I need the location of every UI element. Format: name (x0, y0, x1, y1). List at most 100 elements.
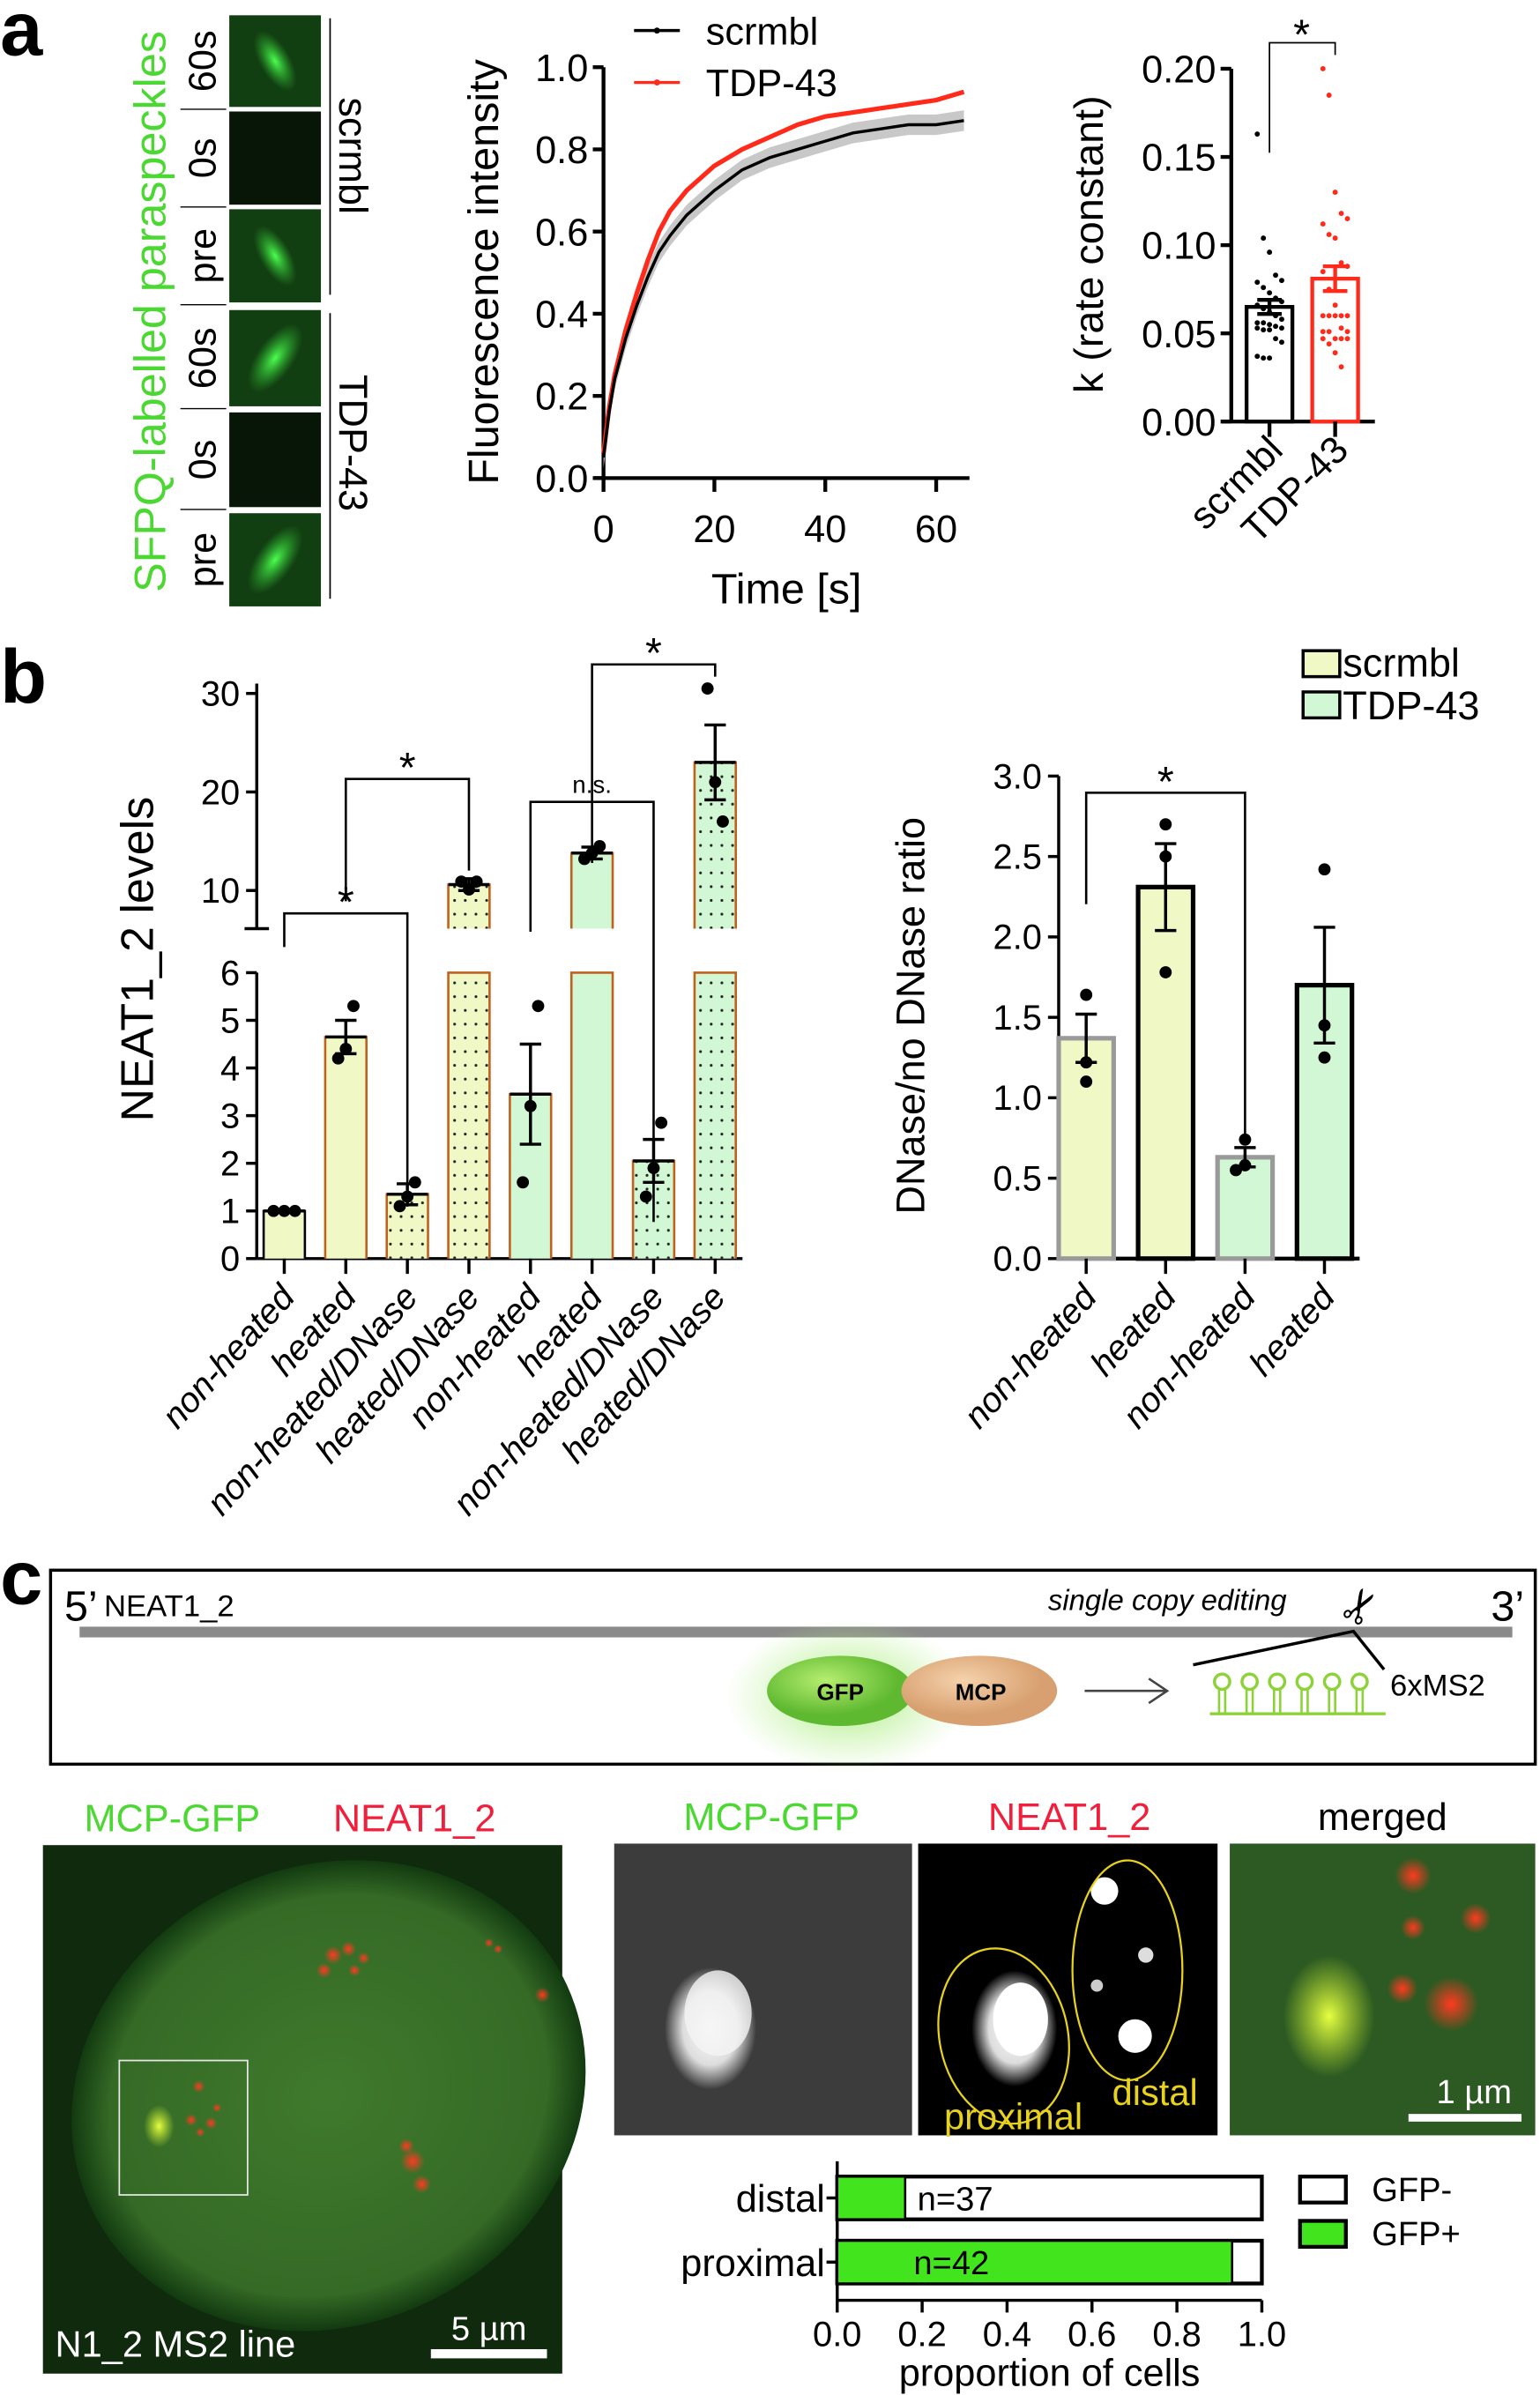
paraspeckle-blob (253, 31, 297, 92)
data-point (1080, 1056, 1093, 1069)
bar-fill (571, 972, 614, 1259)
data-point (1338, 211, 1344, 217)
data-point (1254, 131, 1261, 137)
y-axis-title: k (rate constant) (1066, 95, 1112, 393)
data-point (1320, 336, 1326, 342)
legend-label-scrmbl: scrmbl (1343, 641, 1460, 686)
y-tick-label: 1.0 (535, 48, 588, 90)
legend-marker (653, 27, 660, 34)
stem-loop (1350, 1672, 1369, 1692)
panel-label-a: a (0, 0, 43, 71)
data-point (288, 1204, 301, 1217)
y-tick-label: 0.0 (993, 1240, 1042, 1279)
data-point (1261, 285, 1267, 291)
significance-label: * (1157, 758, 1174, 806)
overview-scale-label: 5 µm (451, 2310, 526, 2348)
panel-label-b: b (0, 635, 47, 719)
group-label-tdp43: TDP-43 (331, 375, 376, 511)
zoom-image-merged: 1 µm (1230, 1843, 1536, 2136)
data-point (717, 815, 729, 828)
bar-scrmbl-heated (1135, 884, 1196, 1261)
y-tick-label: 0 (220, 1240, 240, 1279)
data-point (1239, 1133, 1252, 1146)
x-tick-label: 0.0 (813, 2316, 861, 2354)
y-tick-label: 1.5 (993, 999, 1042, 1038)
data-point (1261, 327, 1267, 333)
category-label: proximal (681, 2243, 825, 2285)
bar-gfp-positive-distal (836, 2175, 907, 2221)
data-point (1267, 290, 1273, 296)
data-point (278, 1204, 291, 1217)
data-point (1332, 302, 1338, 309)
y-tick-label: 3 (220, 1097, 240, 1135)
data-point (1332, 336, 1338, 342)
neat1-focus (192, 2080, 205, 2093)
data-point (701, 682, 714, 695)
data-point (331, 1052, 345, 1065)
y-tick-label: 2.5 (993, 838, 1042, 877)
bar-fill (264, 1210, 305, 1259)
overview-caption: N1_2 MS2 line (56, 2324, 296, 2365)
y-tick-label: 0.05 (1142, 314, 1216, 356)
data-point (1338, 313, 1344, 319)
x-axis-title: proportion of cells (899, 2353, 1201, 2395)
x-tick-label: 20 (693, 509, 735, 551)
x-tick-label: 60 (915, 509, 957, 551)
legend-swatch-tdp43 (1301, 690, 1342, 720)
category-label: distal (736, 2178, 825, 2220)
frame-label: 60s (182, 30, 225, 92)
data-point (1267, 355, 1273, 361)
data-point (1332, 350, 1338, 356)
significance-label: * (645, 629, 662, 677)
stem-loop (1268, 1672, 1287, 1692)
y-tick-label: 1.0 (993, 1079, 1042, 1118)
neat1-focus (324, 1945, 343, 1965)
y-tick-label: 0.8 (535, 130, 588, 172)
data-point (1267, 322, 1273, 328)
neat1-focus (357, 1952, 370, 1965)
group-label-scrmbl: scrmbl (331, 97, 376, 214)
y-tick-label: 4 (220, 1049, 240, 1088)
data-point (1318, 1051, 1331, 1064)
strip-side-label: SFPQ-labelled paraspeckles (125, 31, 175, 592)
data-point (1267, 327, 1273, 333)
neat1-focus (348, 1964, 361, 1977)
y-tick-label: 5 (220, 1001, 240, 1040)
data-point (1261, 355, 1267, 361)
editing-label: single copy editing (1048, 1583, 1287, 1616)
neat1-focus (205, 2116, 218, 2130)
data-point (1320, 329, 1326, 335)
data-point (267, 1204, 280, 1217)
overview-cell-image: N1_2 MS2 line 5 µm (42, 1845, 586, 2374)
data-point (1273, 272, 1278, 279)
data-point (339, 1043, 353, 1055)
data-point (1159, 818, 1172, 831)
overview-label-neat: NEAT1_2 (333, 1798, 496, 1841)
neat1-focus (195, 2127, 205, 2138)
data-point (524, 1099, 537, 1112)
bar-fill (571, 852, 614, 929)
y-tick-label: 0.4 (535, 294, 588, 337)
x-tick-label: 0.4 (983, 2316, 1031, 2354)
data-point (408, 1176, 421, 1189)
series-line-scrmbl (601, 119, 964, 458)
y-tick-label: 0.10 (1142, 226, 1216, 268)
data-point (1332, 190, 1338, 196)
data-point (1159, 850, 1172, 863)
x-tick-label: 0.8 (1152, 2316, 1201, 2354)
neat1-focus (413, 2175, 431, 2194)
data-point (1159, 966, 1172, 978)
bar-tdp-43 (1310, 276, 1360, 424)
gfp-protein-shape (767, 1655, 914, 1727)
data-point (1254, 320, 1261, 326)
legend-swatch-scrmbl (1301, 649, 1342, 679)
gfp-label: GFP (816, 1679, 863, 1706)
data-point (517, 1176, 530, 1189)
mcp-label: MCP (956, 1679, 1007, 1706)
data-point (1254, 325, 1261, 331)
overview-scale-bar (430, 2349, 547, 2359)
data-point (1239, 1159, 1252, 1171)
panel-label-c: c (0, 1536, 42, 1620)
proximal-region-outline (937, 1947, 1070, 2125)
